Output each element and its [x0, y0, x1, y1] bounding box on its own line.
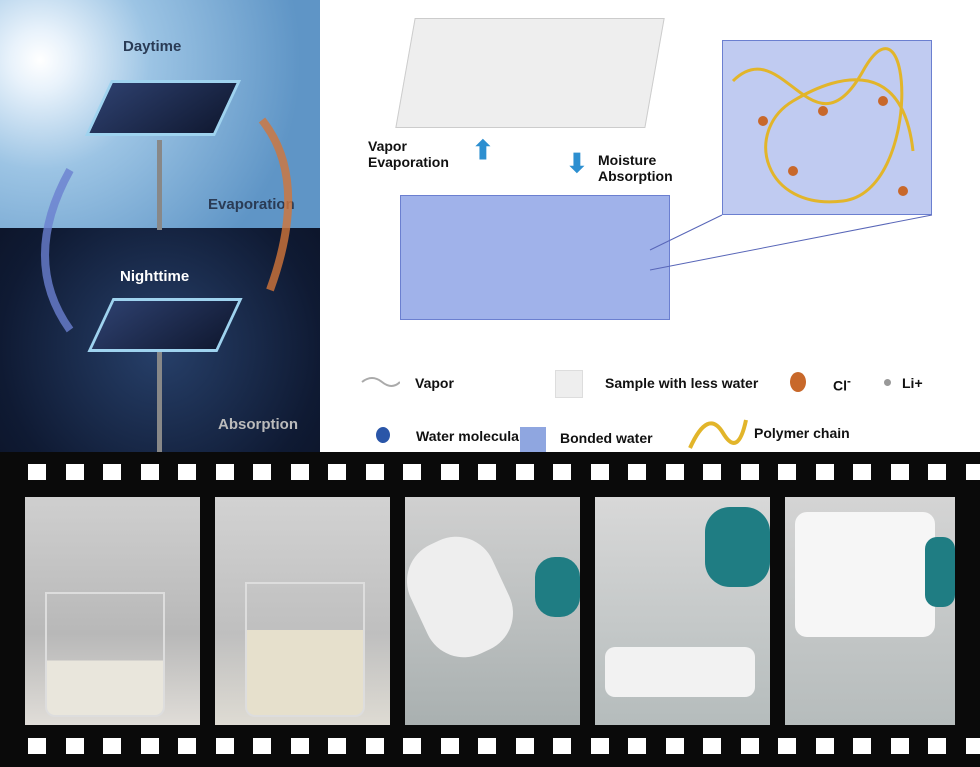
- down-arrow-icon: ⬇: [566, 148, 588, 178]
- sprocket-hole: [590, 738, 609, 754]
- sprocket-hole: [178, 464, 196, 480]
- sprocket-hole: [703, 464, 721, 480]
- cl-text: Cl: [833, 377, 847, 394]
- legend-vapor: Vapor: [415, 375, 454, 391]
- sprocket-hole: [253, 464, 271, 480]
- sprocket-hole: [290, 464, 309, 480]
- dried-slab: [795, 512, 935, 637]
- wet-sample-block: [400, 195, 670, 320]
- beaker: [245, 582, 365, 717]
- sprocket-hole: [890, 464, 909, 480]
- sprocket-hole: [65, 738, 84, 754]
- sprocket-hole: [815, 464, 834, 480]
- sprocket-hole: [853, 464, 871, 480]
- sprocket-hole: [515, 738, 534, 754]
- glove: [535, 557, 580, 617]
- sprocket-hole: [28, 738, 46, 754]
- sprocket-hole: [853, 738, 871, 754]
- photo-frame-3: [405, 497, 580, 725]
- sprocket-hole: [965, 464, 980, 480]
- legend-li: Li+: [902, 375, 923, 391]
- vapor-evaporation-label: Vapor Evaporation: [368, 138, 449, 170]
- sample-swatch: [555, 370, 583, 398]
- sprocket-hole: [740, 738, 759, 754]
- sprocket-hole: [515, 464, 534, 480]
- sprocket-hole: [553, 464, 571, 480]
- sprocket-hole: [28, 464, 46, 480]
- vapor-icon: [361, 377, 400, 387]
- glove: [925, 537, 955, 607]
- sprocket-hole: [628, 464, 646, 480]
- sprocket-hole: [328, 464, 346, 480]
- polymer-network: [731, 47, 915, 204]
- sprocket-hole: [778, 738, 796, 754]
- legend-sample: Sample with less water: [605, 375, 759, 391]
- cycle-arrows: [41, 117, 293, 333]
- zoom-lines: [649, 214, 933, 271]
- sprocket-hole: [440, 738, 459, 754]
- photo-frame-1: [25, 497, 200, 725]
- sprocket-hole: [815, 738, 834, 754]
- up-arrow-icon: ⬆: [472, 135, 494, 165]
- sprocket-hole: [928, 464, 946, 480]
- sprocket-hole: [703, 738, 721, 754]
- sprocket-hole: [103, 464, 121, 480]
- sprocket-hole: [628, 738, 646, 754]
- sprocket-hole: [665, 738, 684, 754]
- cl-ion-icon: [790, 372, 806, 392]
- legend-water: Water molecular: [416, 428, 525, 444]
- sprocket-hole: [140, 738, 159, 754]
- film-strip: [0, 452, 980, 767]
- sprocket-hole: [965, 738, 980, 754]
- sprocket-hole: [928, 738, 946, 754]
- cl-superscript: -: [847, 375, 851, 388]
- sprocket-hole: [253, 738, 271, 754]
- moisture-absorption-label: Moisture Absorption: [598, 152, 673, 184]
- legend-polymer: Polymer chain: [754, 425, 850, 441]
- sprocket-hole: [890, 738, 909, 754]
- sprocket-hole: [590, 464, 609, 480]
- sprocket-hole: [440, 464, 459, 480]
- panel-pole: [157, 140, 162, 230]
- sprocket-hole: [478, 738, 496, 754]
- zoomed-polymer-block: [722, 40, 932, 215]
- sprocket-hole: [740, 464, 759, 480]
- polymer-chain-icon: [688, 419, 748, 449]
- evaporation-label: Evaporation: [208, 196, 295, 213]
- nighttime-label: Nighttime: [120, 268, 190, 285]
- sprocket-hole: [665, 464, 684, 480]
- gel: [405, 523, 527, 671]
- photo-frame-5: [785, 497, 955, 725]
- sprocket-hole: [140, 464, 159, 480]
- glove: [705, 507, 770, 587]
- photo-frame-2: [215, 497, 390, 725]
- gel: [605, 647, 755, 697]
- sprocket-hole: [553, 738, 571, 754]
- panel-pole: [157, 350, 162, 452]
- absorption-label: Absorption: [218, 416, 298, 433]
- bonded-water-swatch: [520, 427, 546, 452]
- sprocket-hole: [365, 464, 384, 480]
- photo-frame-4: [595, 497, 770, 725]
- sprocket-hole: [403, 464, 421, 480]
- sprocket-hole: [215, 738, 234, 754]
- sprocket-hole: [365, 738, 384, 754]
- sprocket-hole: [290, 738, 309, 754]
- daytime-label: Daytime: [123, 38, 182, 55]
- legend-bonded: Bonded water: [560, 430, 653, 446]
- beaker: [45, 592, 165, 717]
- water-molecule-icon: [376, 427, 390, 443]
- li-ion-icon: [884, 379, 891, 386]
- sprocket-hole: [178, 738, 196, 754]
- legend-cl: Cl-: [833, 375, 851, 394]
- sprocket-hole: [478, 464, 496, 480]
- sprocket-hole: [215, 464, 234, 480]
- sprocket-hole: [103, 738, 121, 754]
- sprocket-hole: [778, 464, 796, 480]
- sprocket-hole: [65, 464, 84, 480]
- day-night-illustration: Daytime Evaporation Nighttime Absorption: [0, 0, 320, 452]
- sprocket-hole: [403, 738, 421, 754]
- sprocket-hole: [328, 738, 346, 754]
